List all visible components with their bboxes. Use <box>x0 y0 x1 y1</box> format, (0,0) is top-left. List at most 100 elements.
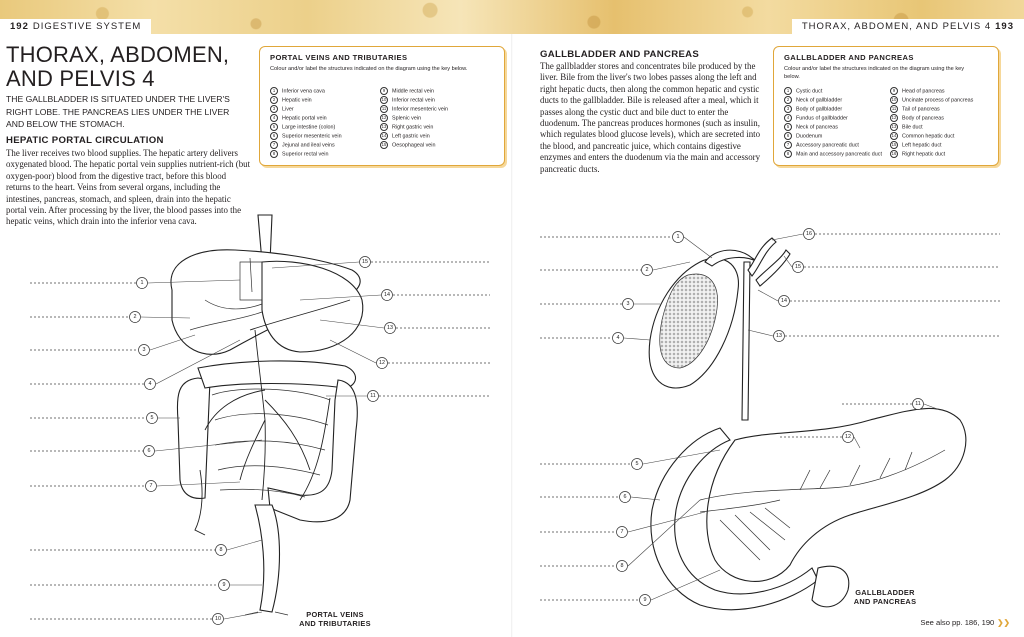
section-name-left: DIGESTIVE SYSTEM <box>32 21 142 32</box>
callout-right-1: 1 <box>672 231 684 243</box>
svg-text:4: 4 <box>617 335 620 341</box>
callout-left-4: 4 <box>144 378 156 390</box>
small-intestine-loops <box>211 388 331 498</box>
key-item-number: 4 <box>784 113 792 122</box>
svg-text:9: 9 <box>644 597 647 603</box>
svg-text:3: 3 <box>143 347 146 353</box>
key-item-label: Jejunal and ileal veins <box>282 142 335 149</box>
key-item: 4 Fundus of gallbladder <box>784 113 882 123</box>
running-head-right: THORAX, ABDOMEN, AND PELVIS 4 193 <box>791 19 1024 34</box>
callout-right-6: 6 <box>619 491 631 503</box>
bile-duct-shape <box>741 261 751 421</box>
appendix-shape <box>194 469 206 536</box>
body-paragraph-gallbladder: The gallbladder stores and concentrates … <box>540 61 761 174</box>
callout-right-14: 14 <box>778 295 790 307</box>
callout-left-1: 1 <box>136 277 148 289</box>
callout-left-11: 11 <box>367 390 379 402</box>
key-item-label: Fundus of gallbladder <box>796 115 848 122</box>
key-item-number: 11 <box>890 104 898 113</box>
key-item-number: 7 <box>784 140 792 149</box>
key-item-label: Large intestine (colon) <box>282 124 336 131</box>
page-number-right: 193 <box>995 21 1014 32</box>
page-number-left: 192 <box>10 21 29 32</box>
key-item-number: 5 <box>270 122 278 131</box>
svg-text:13: 13 <box>387 325 393 331</box>
descending-colon-shape <box>267 379 358 523</box>
page-title-line2: AND PELVIS 4 <box>6 66 155 91</box>
svg-text:10: 10 <box>215 616 221 622</box>
key-item-number: 1 <box>784 87 792 95</box>
caption-line1: GALLBLADDER <box>855 588 915 597</box>
key-item-label: Duodenum <box>796 133 823 140</box>
svg-text:11: 11 <box>915 401 921 407</box>
callout-right-11: 11 <box>912 398 924 410</box>
callout-left-9: 9 <box>218 579 230 591</box>
callout-left-6: 6 <box>143 445 155 457</box>
key-item-label: Superior rectal vein <box>282 151 329 158</box>
inferior-mesenteric-vein <box>299 397 331 501</box>
callout-right-12: 12 <box>842 431 854 443</box>
svg-text:15: 15 <box>362 259 368 265</box>
key-item-number: 1 <box>270 87 278 95</box>
key-item-label: Splenic vein <box>392 115 422 122</box>
callout-left-2: 2 <box>129 311 141 323</box>
key-item: 5 Large intestine (colon) <box>270 122 342 132</box>
left-hepatic-duct-shape <box>755 249 791 287</box>
diagram-caption-portal: PORTAL VEINS AND TRIBUTARIES <box>290 610 380 628</box>
svg-text:6: 6 <box>624 494 627 500</box>
key-item-label: Common hepatic duct <box>902 133 955 140</box>
callout-left-14: 14 <box>381 289 393 301</box>
key-item-label: Inferior vena cava <box>282 88 325 95</box>
right-callout-numbers: 1 2 3 4 5 6 7 8 9 11 12 13 14 15 16 <box>612 228 924 606</box>
key-item-number: 15 <box>890 140 898 149</box>
rectum-shape <box>254 504 280 613</box>
key-item-number: 2 <box>270 95 278 104</box>
key-item-label: Left hepatic duct <box>902 142 942 149</box>
header-band <box>0 0 1024 34</box>
svg-text:13: 13 <box>776 333 782 339</box>
callout-left-5: 5 <box>146 412 158 424</box>
intro-text: The gallbladder is situated under the li… <box>6 94 230 129</box>
key-item-number: 11 <box>380 104 388 113</box>
see-also-link[interactable]: See also pp. 186, 190❯❯ <box>920 618 1010 627</box>
callout-left-3: 3 <box>138 344 150 356</box>
key-box-portal-veins: PORTAL VEINS AND TRIBUTARIES Colour and/… <box>259 46 505 166</box>
pancreas-shape <box>706 407 967 582</box>
svg-text:7: 7 <box>621 529 624 535</box>
svg-text:5: 5 <box>636 461 639 467</box>
caption-line2: AND PANCREAS <box>853 597 917 606</box>
key-item-number: 4 <box>270 113 278 122</box>
callout-right-15: 15 <box>792 261 804 273</box>
key-item-label: Body of pancreas <box>902 115 944 122</box>
right-callout-leaders <box>540 233 1000 601</box>
key-item-number: 16 <box>890 149 898 158</box>
mesenteric-veins <box>204 329 311 501</box>
ascending-colon-shape <box>176 377 211 499</box>
vena-cava-shape <box>239 261 263 301</box>
key-item-number: 3 <box>784 104 792 113</box>
key-item: 1 Inferior vena cava <box>270 87 342 96</box>
right-hepatic-duct-shape <box>747 237 777 277</box>
main-pancreatic-duct <box>699 449 946 501</box>
svg-text:5: 5 <box>151 415 154 421</box>
callout-left-10: 10 <box>212 613 224 625</box>
callout-right-9: 9 <box>639 594 651 606</box>
svg-text:15: 15 <box>795 264 801 270</box>
key-item-label: Right gastric vein <box>392 124 434 131</box>
portal-veins-diagram <box>170 214 364 616</box>
callout-left-8: 8 <box>215 544 227 556</box>
svg-text:11: 11 <box>370 393 376 399</box>
